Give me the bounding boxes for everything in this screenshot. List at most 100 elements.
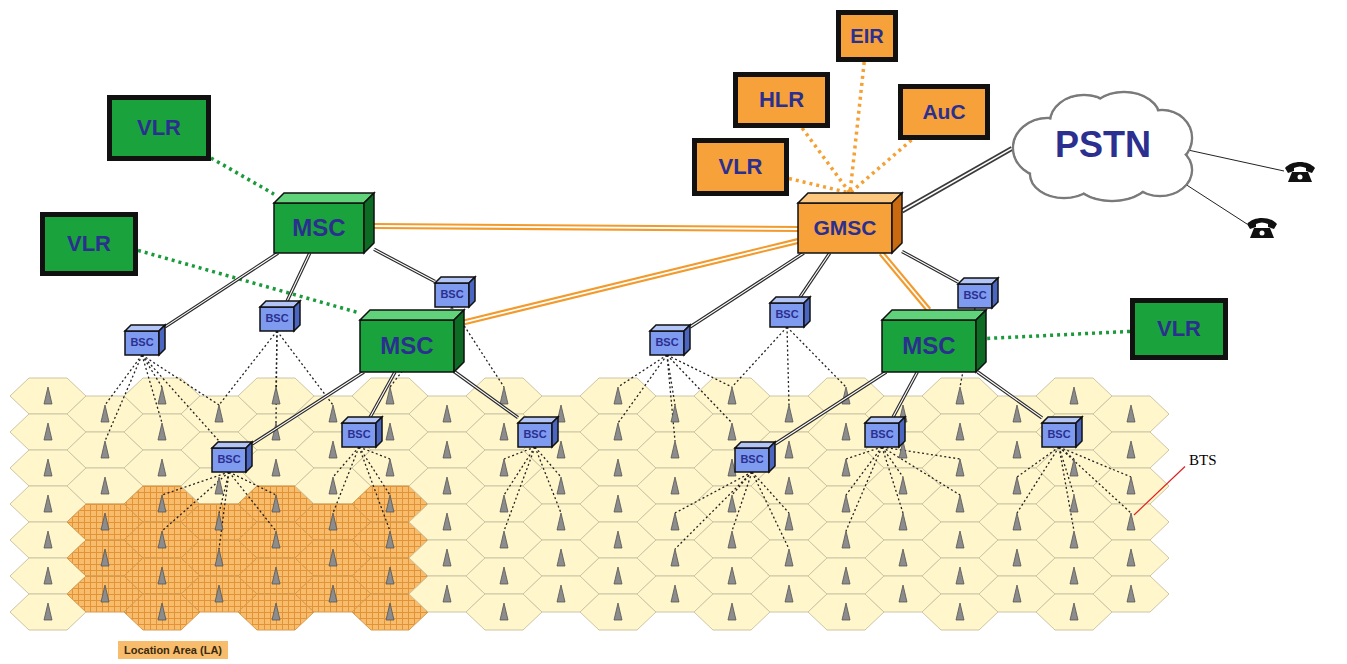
bts-antenna [272,387,280,404]
block-front [518,423,552,447]
bts-antenna [44,495,52,512]
text-stack: HLR [759,88,804,111]
bts-antenna [215,513,223,530]
connector-line [902,148,1012,211]
bts-antenna [728,567,736,584]
controller-block: BSC [650,325,690,355]
bts-link [1059,447,1131,477]
controller-block: BSC [1042,417,1082,447]
block-front [770,303,804,327]
bts-antenna [614,495,622,512]
bts-antenna [728,603,736,620]
block-front [1042,423,1076,447]
bts-antenna [158,387,166,404]
connector-line [690,253,804,327]
connector-core [287,253,310,301]
database-box: VLR [692,138,789,196]
bts-antenna [1013,405,1021,422]
bts-antenna [272,567,280,584]
bts-link [229,472,276,531]
bts-antenna [728,423,736,440]
bts-antenna [386,567,394,584]
bts-antenna [101,405,109,422]
bts-antenna [158,531,166,548]
block-side [684,325,690,355]
bts-antenna [557,513,565,530]
bts-antenna [956,459,964,476]
block-top [274,193,374,203]
bts-antenna [956,495,964,512]
bts-antenna [101,477,109,494]
bts-link [229,472,276,495]
bts-link [882,447,903,477]
bts-antenna [500,567,508,584]
bts-antenna [500,495,508,512]
bts-link [142,355,219,441]
text-stack: BSC [740,454,763,466]
connector-line [374,249,435,281]
node-label: VLR [137,116,181,139]
bts-antenna [215,477,223,494]
text-stack: VLR [67,232,111,255]
block-front [958,284,992,308]
bts-antenna [842,567,850,584]
bts-antenna [215,549,223,566]
node-label: BSC [870,429,893,441]
database-box: AuC [898,84,990,140]
block-top [360,310,464,320]
bts-link [276,331,277,423]
bts-antenna [842,531,850,548]
node-label: BSC [217,454,240,466]
bts-antenna [1127,513,1135,530]
bts-link [882,447,960,495]
bts-antenna [1070,495,1078,512]
bts-antenna [329,549,337,566]
bts-antenna [728,531,736,548]
connector [902,148,1012,211]
bts-antenna [899,513,907,530]
bts-antenna [215,585,223,602]
bts-antenna [1013,513,1021,530]
bts-antenna [899,585,907,602]
connector-line [986,331,1130,338]
connector-core [902,148,1012,211]
connector-core [370,372,395,417]
bts-antenna [500,459,508,476]
text-stack: BSC [130,337,153,349]
connector-line [287,253,310,301]
bts-antenna [785,477,793,494]
bts-link [333,447,359,477]
bts-link [219,331,277,405]
bts-link [846,447,882,459]
bts-antenna [899,549,907,566]
bts-link [618,355,667,423]
bts-link [618,355,667,387]
node-label: MSC [902,333,955,358]
bts-antenna [44,459,52,476]
cloud-label: PSTN [1055,126,1151,164]
bts-antenna [500,423,508,440]
text-stack: MSC [292,215,345,240]
bts-antenna [272,603,280,620]
controller-block: BSC [735,442,775,472]
bts-antenna [557,549,565,566]
controller-block: BSC [125,325,165,355]
bts-antenna [728,495,736,512]
connector-core [690,253,804,327]
connector [986,331,1130,338]
telephone-dial [1260,231,1265,236]
bts-antenna [1070,567,1078,584]
bts-antenna [386,531,394,548]
bts-link [675,472,752,549]
connector [287,253,310,301]
block-side [804,297,810,327]
block-side [992,278,998,308]
database-box: HLR [733,72,830,128]
bts-link [667,355,675,441]
text-stack: VLR [137,116,181,139]
bts-antenna [386,459,394,476]
bts-antenna [44,423,52,440]
radio-cell [1093,468,1169,504]
controller-block: BSC [342,417,382,447]
connector [850,62,864,193]
